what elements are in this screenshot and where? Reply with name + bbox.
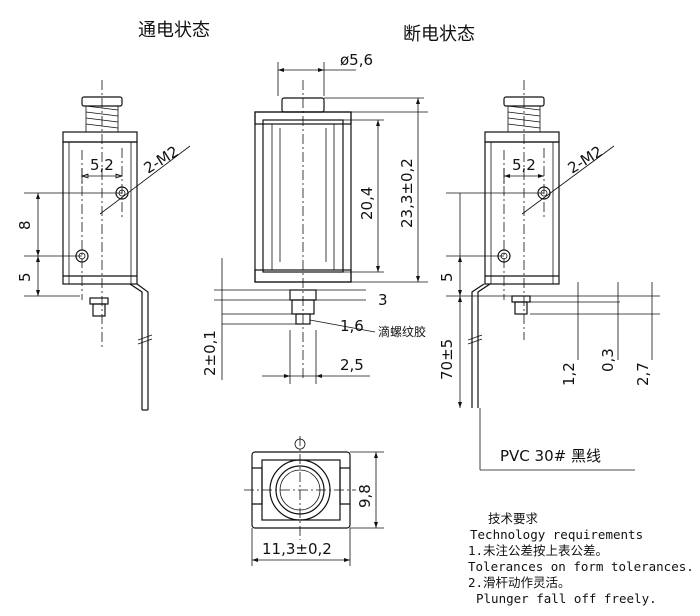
note-line1-cn: 1.未注公差按上表公差。 — [468, 543, 608, 558]
body-left — [62, 141, 138, 285]
bottom-view: 9,8 11,3±0,2 — [244, 436, 384, 566]
top-plate-right — [484, 131, 560, 143]
dim-0-3: 0,3 — [599, 348, 617, 372]
dim-2-m2-right: 2-M2 — [565, 142, 606, 177]
note-line2-en: Plunger fall off freely. — [476, 591, 657, 606]
note-heading-en: Technology requirements — [470, 527, 643, 542]
dim-5-2-left: 5,2 — [90, 156, 114, 174]
right-side-view: PVC 30# 黑线 5,2 2-M2 5 70±5 1,2 0,3 2,7 — [438, 80, 660, 471]
dim-1-2: 1,2 — [560, 362, 578, 386]
title-de-energized: 断电状态 — [403, 24, 475, 45]
label-wire: PVC 30# 黑线 — [500, 447, 601, 465]
note-line1-en: Tolerances on form tolerances. — [468, 559, 694, 574]
dim-stroke-3: 3 — [378, 291, 388, 309]
dim-bottom-h: 9,8 — [356, 484, 374, 508]
technical-notes: 技术要求 Technology requirements 1.未注公差按上表公差… — [468, 511, 694, 606]
note-heading-cn: 技术要求 — [488, 511, 539, 526]
dim-bottom-w: 11,3±0,2 — [262, 540, 332, 558]
dim-height-total: 23,3±0,2 — [398, 158, 416, 228]
dim-2-m2-left: 2-M2 — [141, 142, 182, 177]
note-line2-cn: 2.滑杆动作灵活。 — [468, 575, 571, 590]
dim-gap-2: 2±0,1 — [201, 330, 219, 376]
dim-5-left: 5 — [16, 272, 34, 282]
note-thread-glue: 滴螺纹胶 — [378, 324, 426, 339]
dim-5-2-right: 5,2 — [512, 156, 536, 174]
body-right — [484, 141, 560, 285]
dim-2-7: 2,7 — [634, 362, 652, 386]
dim-plunger-1-6: 1,6 — [340, 317, 364, 335]
dim-bore-dia: ø5,6 — [340, 51, 373, 69]
left-side-view: 5,2 2-M2 8 5 — [16, 80, 191, 411]
title-energized: 通电状态 — [138, 20, 210, 41]
dim-8-left: 8 — [16, 220, 34, 230]
dim-5-right: 5 — [438, 272, 456, 282]
dim-body-height: 20,4 — [358, 187, 376, 220]
dim-lead-70: 70±5 — [438, 339, 456, 380]
center-front-view: ø5,6 20,4 23,3±0,2 3 1,6 — [201, 51, 428, 384]
dim-width-2-5: 2,5 — [340, 356, 364, 374]
top-plate-left — [62, 131, 138, 143]
